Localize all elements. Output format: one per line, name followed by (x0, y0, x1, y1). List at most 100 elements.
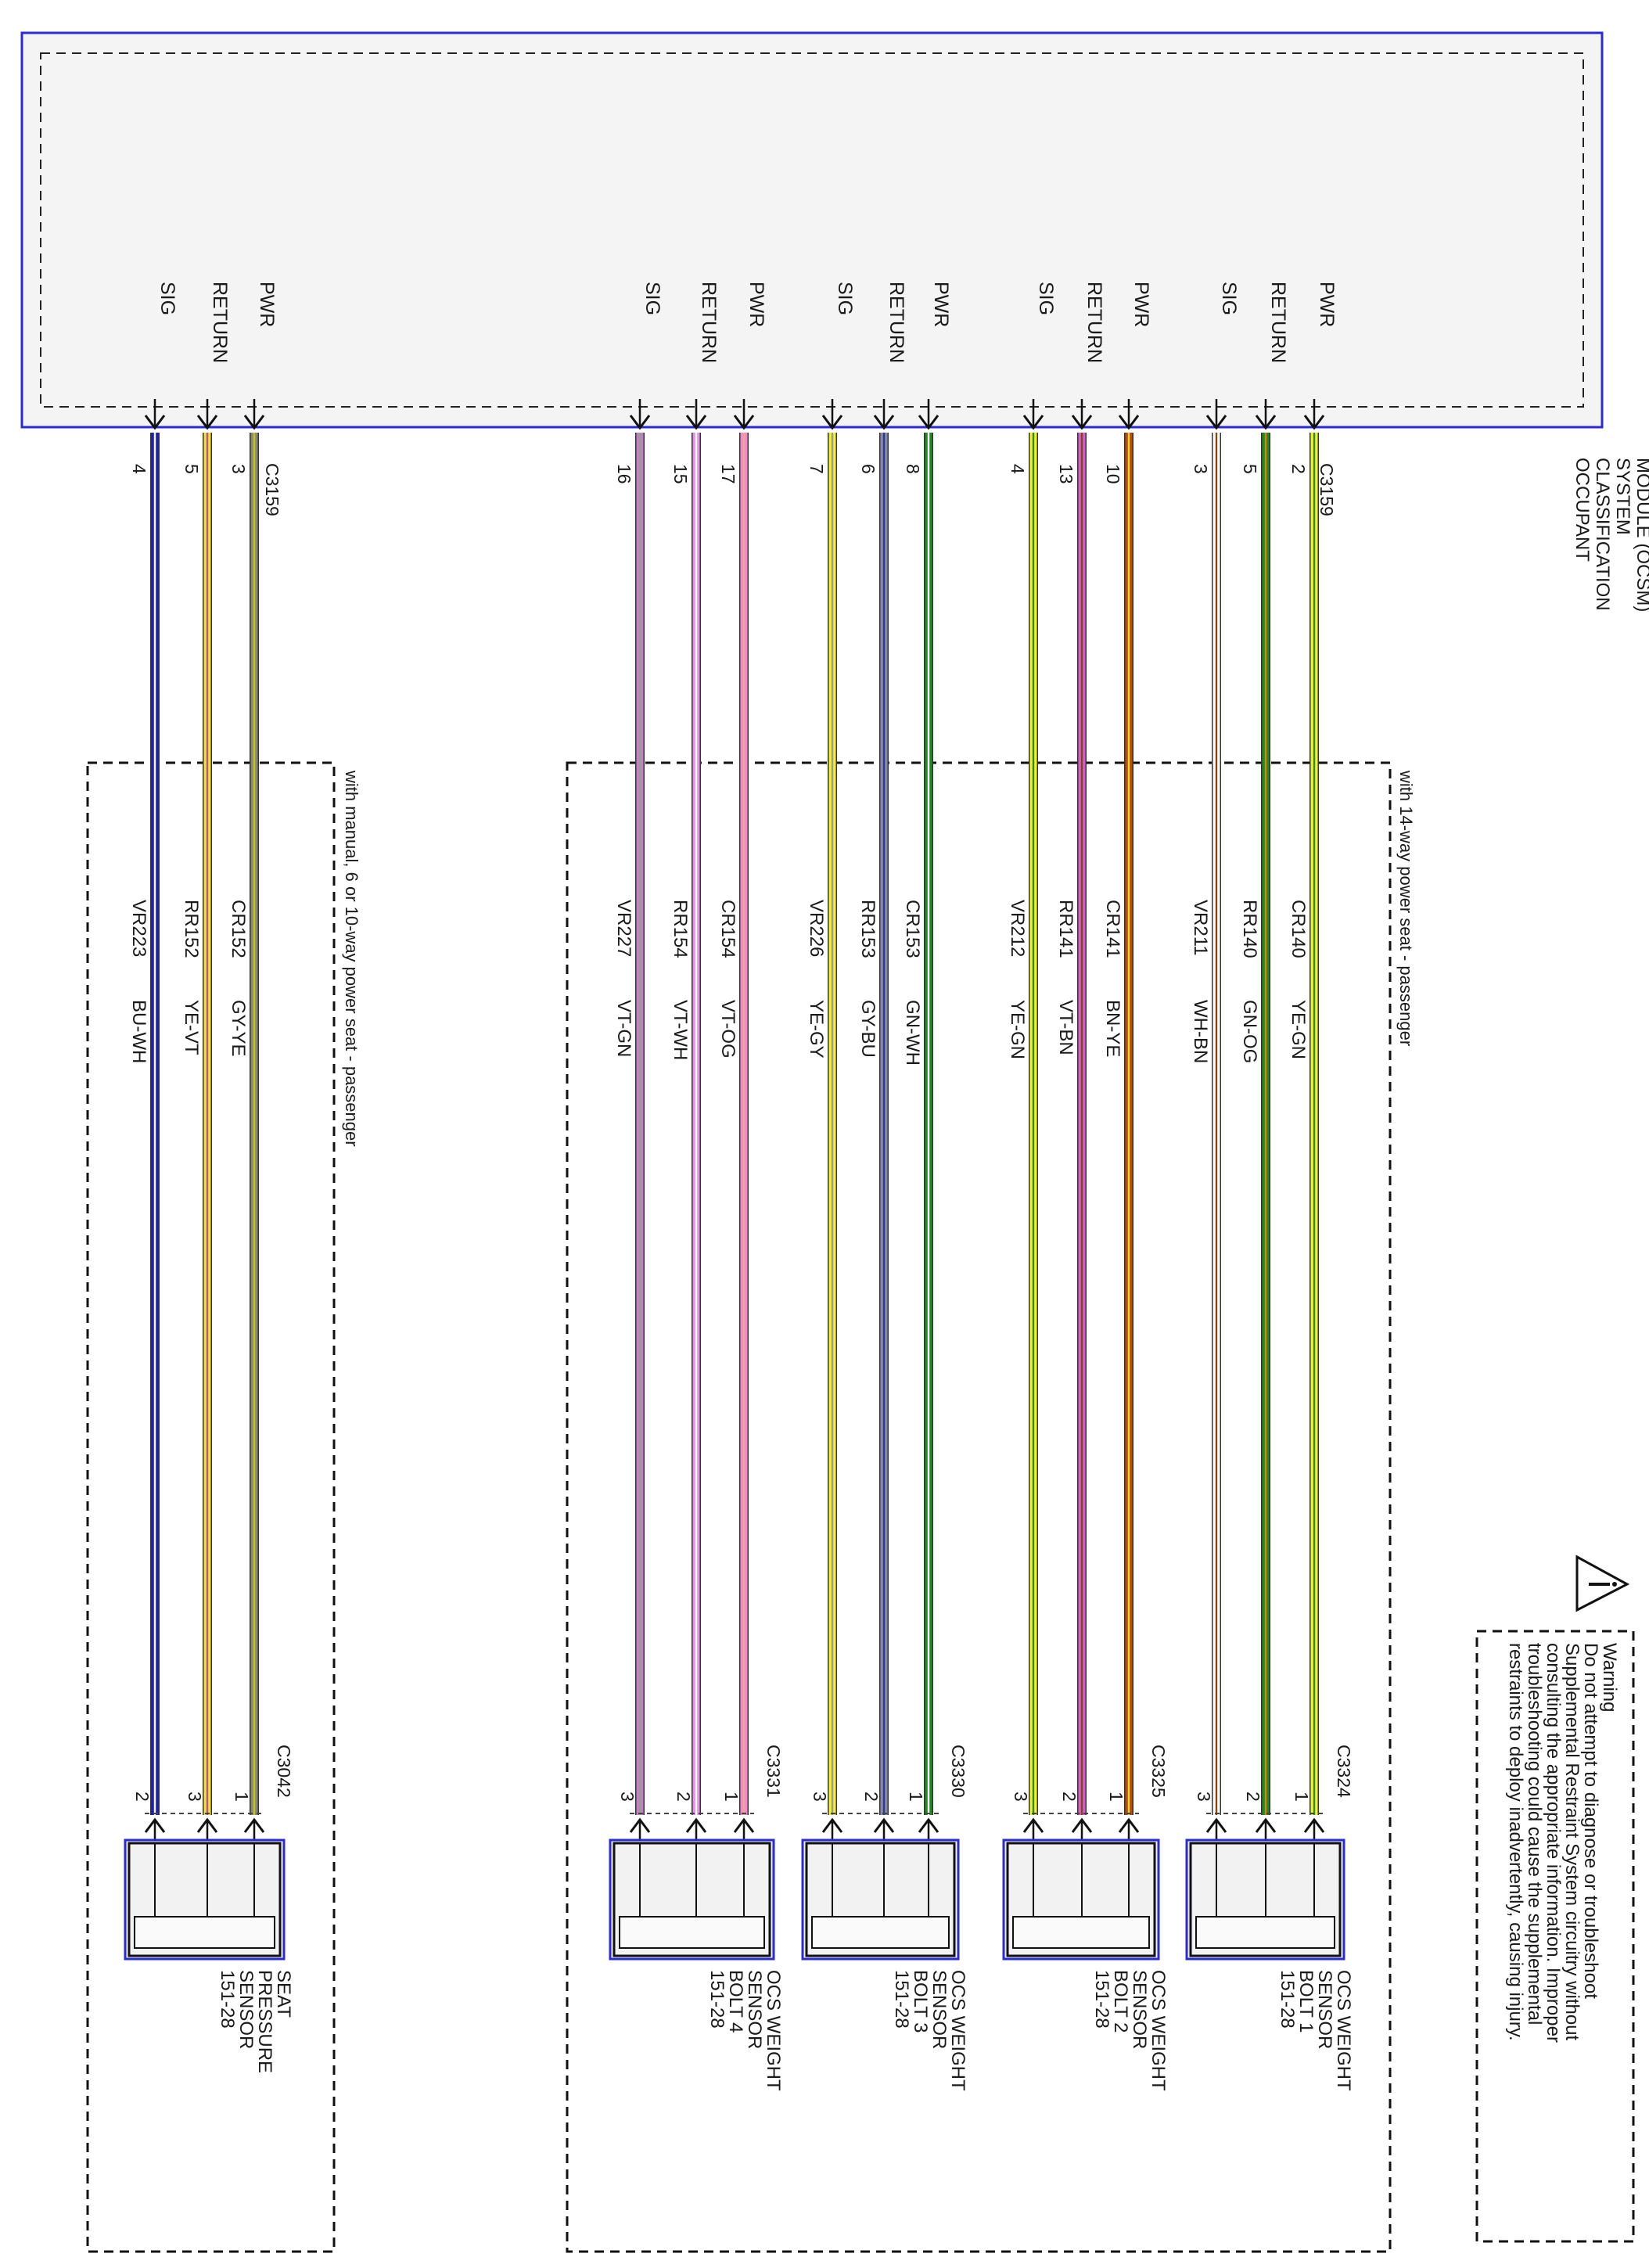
module-terminal-icon (733, 415, 755, 430)
wire-color-code: YE-GN (1288, 1000, 1309, 1059)
module-terminal-icon (1118, 415, 1140, 430)
option-box-manual-outline (86, 761, 336, 2253)
wires: PWR2CR140YE-GN1RETURN5RR140GN-OG2SIG3VR2… (128, 282, 1338, 1846)
module-title-line: CLASSIFICATION (1592, 458, 1613, 611)
component-pin-number: 3 (617, 1792, 638, 1802)
module-pin-number: 3 (1191, 464, 1211, 474)
module-pin-number: 5 (1240, 464, 1260, 474)
warning-line: consulting the appropriate information. … (1543, 1643, 1564, 2043)
module-terminal-icon (1303, 415, 1325, 430)
component-name-line: 151-28 (217, 1970, 238, 2029)
signal-label: RETURN (698, 282, 720, 363)
module-terminal-icon (144, 415, 166, 430)
component-body-inner (613, 1842, 771, 1957)
option-label-power14: with 14-way power seat - passenger (1396, 770, 1416, 1046)
component-name-line: BOLT 2 (1110, 1970, 1131, 2033)
signal-label: PWR (256, 282, 278, 327)
module-pin-number: 7 (807, 464, 827, 474)
component-name-line: BOLT 3 (910, 1970, 931, 2033)
component-name-line: SENSOR (1314, 1970, 1335, 2049)
signal-label: RETURN (886, 282, 907, 363)
component-pin-number: 3 (1011, 1792, 1031, 1802)
wire-color-code: GY-BU (857, 1000, 878, 1058)
module-title: OCCUPANTCLASSIFICATIONSYSTEMMODULE (OCSM… (1572, 458, 1649, 612)
circuit-number: CR141 (1102, 900, 1123, 958)
module-terminal-icon (196, 415, 218, 430)
module-pin-number: 4 (129, 464, 149, 474)
circuit-number: CR152 (228, 900, 249, 958)
component-pin-number: 2 (674, 1792, 694, 1802)
module-terminal-icon (243, 415, 265, 430)
component-name-line: SENSOR (929, 1970, 950, 2049)
wire-color-code: WH-BN (1190, 1000, 1211, 1063)
component-name-line: 151-28 (1091, 1970, 1112, 2029)
wire-color-code: VT-BN (1055, 1000, 1076, 1055)
wire-color-code: GN-WH (902, 1000, 923, 1066)
signal-label: SIG (834, 282, 856, 315)
signal-label: SIG (156, 282, 178, 315)
module-connector-label: C3159 (262, 463, 282, 516)
circuit-number: RR141 (1055, 900, 1076, 958)
component-pin-number: 2 (1059, 1792, 1080, 1802)
module-terminal-icon (1071, 415, 1093, 430)
component-pin-number: 1 (906, 1792, 926, 1802)
circuit-number: CR154 (717, 900, 738, 958)
circuit-number: VR212 (1007, 900, 1028, 957)
component-connector-label: C3330 (948, 1745, 968, 1798)
component-label-plate (134, 1916, 275, 1949)
ocsm-module-inner-dashed (40, 52, 1584, 408)
component-label-plate (1195, 1916, 1335, 1949)
ocsm-module (20, 31, 1604, 429)
module-pin-number: 2 (1288, 464, 1309, 474)
component-name-line: OCS WEIGHT (1333, 1970, 1354, 2091)
component-pin-number: 3 (1194, 1792, 1214, 1802)
module-terminal-icon (918, 415, 939, 430)
component-body-inner (805, 1842, 956, 1957)
component-name-line: 151-28 (1277, 1970, 1298, 2029)
signal-label: PWR (1130, 282, 1152, 327)
component-pin-number: 2 (1243, 1792, 1263, 1802)
component-label-plate (811, 1916, 950, 1949)
module-pin-number: 8 (903, 464, 923, 474)
component-name-line: OCS WEIGHT (947, 1970, 968, 2091)
warning-title: Warning (1599, 1643, 1620, 1712)
component-name-line: OCS WEIGHT (763, 1970, 784, 2091)
warning-line: troubleshooting could cause the suppleme… (1524, 1643, 1545, 2025)
component-pin-number: 2 (861, 1792, 882, 1802)
component-name-line: 151-28 (706, 1970, 728, 2029)
component-pin-number: 3 (185, 1792, 205, 1802)
circuit-number: RR154 (670, 900, 691, 958)
wire-color-code: VT-OG (717, 1000, 738, 1059)
signal-label: SIG (1218, 282, 1240, 315)
module-title-line: OCCUPANT (1572, 458, 1593, 562)
warning-line: restraints to deploy inadvertently, caus… (1505, 1643, 1526, 2041)
component-name-line: PRESSURE (254, 1970, 275, 2073)
signal-label: RETURN (209, 282, 231, 363)
module-pin-number: 3 (228, 464, 249, 474)
component-body-inner (128, 1842, 282, 1957)
circuit-number: CR140 (1288, 900, 1309, 958)
module-terminal-icon (1255, 415, 1277, 430)
warning-line: Do not attempt to diagnose or troublesho… (1580, 1643, 1601, 1999)
option-box-manual: with manual, 6 or 10-way power seat - pa… (86, 761, 361, 2253)
component-pin-number: 3 (810, 1792, 830, 1802)
component-name-line: SENSOR (744, 1970, 765, 2049)
component-pin-number: 1 (721, 1792, 742, 1802)
signal-label: SIG (641, 282, 663, 315)
module-title-line: SYSTEM (1612, 458, 1633, 535)
component-pin-number: 1 (1292, 1792, 1312, 1802)
component-connector-label: C3331 (763, 1745, 784, 1798)
wire-color-code: BU-WH (128, 1000, 149, 1063)
signal-label: PWR (930, 282, 952, 327)
wire-color-code: YE-GY (806, 1000, 827, 1059)
component-pin-number: 1 (1106, 1792, 1126, 1802)
